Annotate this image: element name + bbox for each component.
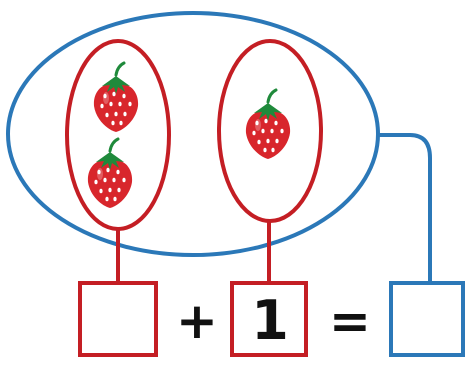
total-answer-box[interactable] [391, 283, 463, 355]
whole-connector-line [376, 135, 430, 284]
right-box-value: 1 [251, 289, 289, 352]
strawberry-icon [246, 90, 290, 159]
strawberry-icon [88, 139, 132, 208]
plus-sign: + [176, 292, 218, 350]
strawberry-icon [94, 63, 138, 132]
left-answer-box[interactable] [80, 283, 156, 355]
equals-sign: = [329, 292, 371, 350]
